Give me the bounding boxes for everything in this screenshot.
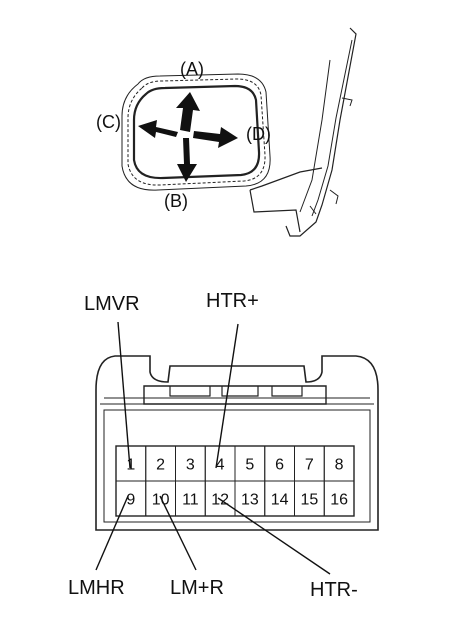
direction-label-a: (A) bbox=[180, 59, 204, 79]
leader-htr-minus bbox=[217, 497, 331, 575]
mirror-base bbox=[249, 167, 323, 233]
mirror-glass-outer2 bbox=[127, 78, 266, 186]
callout-htr-plus: HTR+ bbox=[206, 290, 259, 312]
direction-arrows bbox=[138, 92, 238, 182]
direction-label-b: (B) bbox=[164, 191, 188, 211]
mirror-glass-outer bbox=[121, 73, 271, 191]
pin-number: 5 bbox=[245, 457, 254, 474]
direction-label-d: (D) bbox=[246, 124, 271, 144]
pin-number: 2 bbox=[156, 457, 165, 474]
mirror-arm bbox=[285, 27, 357, 237]
arrow-down-icon bbox=[177, 138, 197, 182]
pin-number: 9 bbox=[126, 492, 135, 509]
pin-cell bbox=[323, 480, 355, 517]
leader-lmhr bbox=[95, 495, 129, 571]
pin-number: 8 bbox=[335, 457, 344, 474]
pin-number: 10 bbox=[152, 492, 170, 509]
connector-latch bbox=[143, 385, 327, 405]
pin-number: 16 bbox=[330, 492, 348, 509]
callout-lines bbox=[95, 321, 331, 575]
callout-lm-plus-r: LM+R bbox=[170, 577, 224, 599]
mirror-mount bbox=[309, 97, 353, 215]
pin-number: 1 bbox=[126, 457, 135, 474]
pin-number: 13 bbox=[241, 492, 259, 509]
leader-htr-plus bbox=[215, 323, 239, 469]
pin-number: 3 bbox=[186, 457, 195, 474]
pin-number: 6 bbox=[275, 457, 284, 474]
pin-number: 4 bbox=[216, 457, 225, 474]
leader-lmvr bbox=[117, 321, 131, 469]
leader-lm-plus-r bbox=[159, 495, 197, 571]
arrow-right-icon bbox=[193, 127, 238, 148]
pin-number: 11 bbox=[182, 492, 199, 509]
callout-lmhr: LMHR bbox=[68, 577, 125, 599]
connector-latch-tabs bbox=[169, 386, 303, 397]
mirror-illustration bbox=[121, 27, 357, 237]
pin-number: 7 bbox=[305, 457, 314, 474]
mirror-arm-edge bbox=[299, 59, 331, 213]
callout-htr-minus: HTR- bbox=[310, 579, 358, 601]
direction-label-c: (C) bbox=[96, 112, 121, 132]
pin-number: 14 bbox=[271, 492, 289, 509]
pin-frame-inner bbox=[103, 409, 371, 523]
arrow-left-icon bbox=[138, 120, 178, 138]
mirror-glass-inner bbox=[132, 84, 261, 180]
connector-outer bbox=[95, 355, 379, 531]
connector-inner-top bbox=[100, 397, 374, 405]
callout-lmvr: LMVR bbox=[84, 293, 140, 315]
mirror-arm-inner bbox=[311, 39, 353, 217]
arrow-up-icon bbox=[176, 92, 200, 132]
pin-number: 15 bbox=[300, 492, 318, 509]
